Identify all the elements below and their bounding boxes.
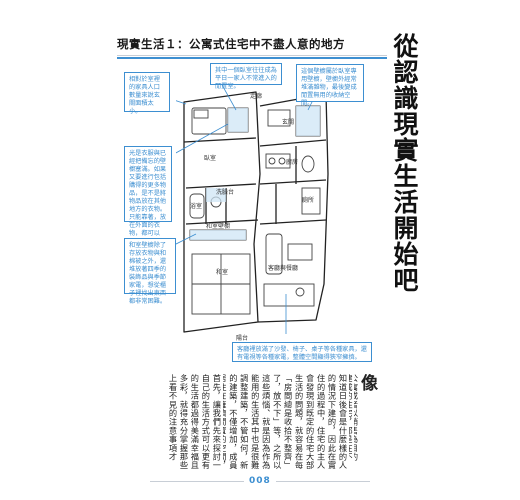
label-bedroom: 臥室	[204, 154, 216, 162]
label-japanese: 和室	[216, 268, 228, 276]
section-rule	[117, 55, 387, 56]
page-rule-right	[276, 481, 370, 482]
body-first-char: 像	[356, 374, 377, 392]
main-title-char: 認	[393, 58, 419, 87]
main-title-char: 吧	[393, 266, 419, 295]
body-column: 生活的問題，就容易在每日	[294, 374, 305, 470]
main-title-char: 始	[393, 240, 419, 269]
body-column: 能用的生活其中也是很難利用	[250, 374, 261, 470]
body-column: 建成的住宅，都是在不	[348, 374, 354, 461]
body-column: 會發現到既定的住宅大部分往	[305, 374, 316, 470]
label-wash: 洗臉台	[216, 188, 234, 196]
callout-top-center: 其中一個臥室往往成為平日一家人不常進入的閒置室。	[210, 63, 282, 90]
callout-bottom: 客廳裡放滿了沙發、椅子、桌子等各種家具，還有電視等各種家電，整體空間顯得狹窄擁擠…	[232, 342, 372, 362]
body-column: 公寓或者以銷售為目的	[354, 374, 359, 461]
body-column: 的建築，不僅增加，成員數目	[228, 374, 239, 470]
body-column: 了，放不下」等，之所以會有	[272, 374, 283, 470]
callout-left-low: 和室壁櫥除了存放衣物與和棉被之外，還堆放著四季的裝飾品與季節家電，想從櫃子裡找出…	[124, 238, 176, 305]
label-kitchen: 廚房	[286, 158, 298, 166]
label-bath: 浴室	[190, 202, 202, 210]
label-entrance: 玄關	[282, 118, 294, 126]
main-title-char: 開	[393, 214, 419, 243]
body-column: 知道日後會是什麼樣的人入住	[338, 374, 348, 470]
body-column: 多彩，就得充分掌握那些表面	[178, 374, 189, 470]
body-column: 上看不見的注意事項才行。	[168, 374, 178, 461]
body-column: 的生活都過得美滿幸福且豐富	[189, 374, 200, 470]
main-title-char: 實	[393, 136, 419, 165]
label-japanese-closet: 和室壁櫥	[206, 222, 230, 230]
body-column: 的情況下建的，因此在實際居	[327, 374, 338, 470]
body-column: 住的過程中，住宅的主人往往	[316, 374, 327, 470]
label-toilet: 廁所	[302, 196, 314, 204]
section-title: 現實生活１：公寓式住宅中不盡人意的地方	[117, 37, 345, 51]
main-title-char: 生	[393, 162, 419, 191]
main-title-char: 現	[393, 110, 419, 139]
section-rule-accent	[117, 57, 387, 59]
page-rule-left	[150, 481, 244, 482]
floor-plan-illustration: 臥室 洗臉台 浴室 玄關 廚房 廁所 和室壁櫥 和室 客廳與餐廳 陽台 走廊	[176, 84, 329, 342]
main-title-char: 從	[393, 32, 419, 61]
body-column: 這些煩惱、就是因為作為我們	[261, 374, 272, 470]
callout-top-right: 這個壁櫥屬於臥室專用壁櫥，壁櫥外經常堆滿雜物，最後變成閒置無用的收納空間。	[296, 64, 364, 107]
body-column: 「房間總是收拾不整齊」「收納空間太少	[283, 374, 294, 470]
body-column: 自己的生活方式可以更有創意。	[200, 374, 211, 470]
page-number: 008	[249, 476, 271, 486]
main-title: 從認識現實生活開始吧	[392, 34, 420, 294]
label-corridor: 走廊	[250, 92, 262, 100]
callout-top-left: 相對於室裡的家具人口數量來說玄關面積太小。	[124, 72, 170, 115]
label-balcony: 陽台	[236, 334, 248, 342]
callout-left-mid: 光是衣服與已經把備忘的壁櫥塞滿。如果又要進行包括購得的更多物品，是不是將物品放在…	[124, 146, 172, 245]
main-title-char: 活	[393, 188, 419, 217]
body-column: 首先，讓我們先來探討一下	[211, 374, 222, 470]
main-title-char: 識	[393, 84, 419, 113]
label-dining: 客廳與餐廳	[268, 264, 298, 272]
body-column: 居住在擁擠閒置的空間，	[222, 374, 228, 470]
body-text: 上看不見的注意事項才行。多彩，就得充分掌握那些表面的生活都過得美滿幸福且豐富自己…	[168, 374, 377, 472]
body-column: 調整建築，不管如何，新買的	[239, 374, 250, 470]
